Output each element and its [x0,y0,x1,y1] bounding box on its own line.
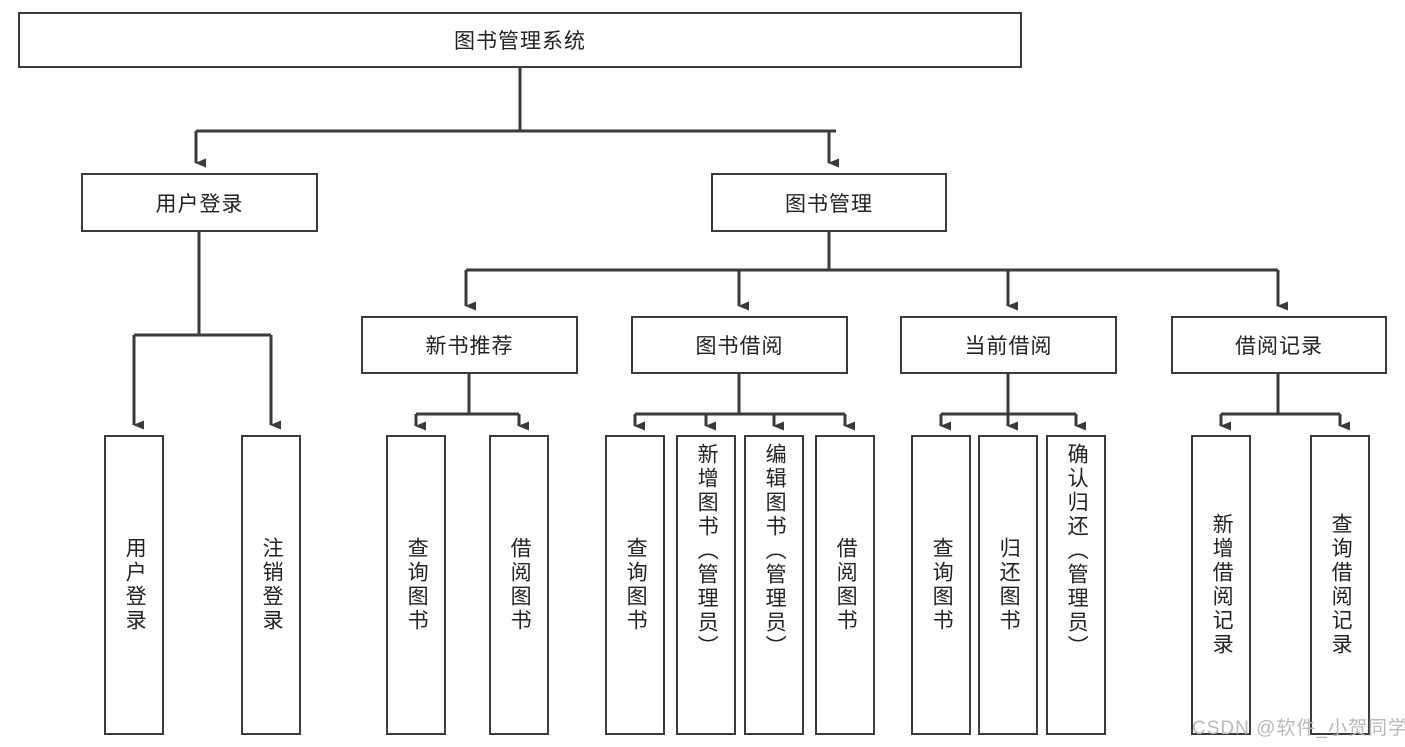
leaf-user-login[interactable]: 用户登录 [104,435,164,735]
node-book-borrow[interactable]: 图书借阅 [631,316,848,374]
node-borrow-record[interactable]: 借阅记录 [1171,316,1387,374]
leaf-borrow-book[interactable]: 借阅图书 [815,435,875,735]
leaf-add-borrow-record[interactable]: 新增借阅记录 [1191,435,1251,735]
leaf-logout[interactable]: 注销登录 [241,435,301,735]
leaf-query-book-recommend[interactable]: 查询图书 [386,435,446,735]
node-new-book-recommend[interactable]: 新书推荐 [361,316,578,374]
leaf-query-book-current[interactable]: 查询图书 [911,435,971,735]
leaf-query-borrow-record[interactable]: 查询借阅记录 [1310,435,1370,735]
leaf-borrow-book-recommend[interactable]: 借阅图书 [489,435,549,735]
node-current-borrow[interactable]: 当前借阅 [900,316,1117,374]
leaf-query-book-borrow[interactable]: 查询图书 [605,435,665,735]
node-user-login[interactable]: 用户登录 [81,173,318,232]
leaf-confirm-return-admin[interactable]: 确认归还（管理员） [1046,435,1106,735]
leaf-add-book-admin[interactable]: 新增图书（管理员） [676,435,736,735]
watermark: CSDN @软件_小贺同学 [1192,718,1405,739]
leaf-edit-book-admin[interactable]: 编辑图书（管理员） [744,435,804,735]
node-root[interactable]: 图书管理系统 [18,12,1022,68]
leaf-return-book[interactable]: 归还图书 [978,435,1038,735]
node-book-management[interactable]: 图书管理 [711,173,947,232]
